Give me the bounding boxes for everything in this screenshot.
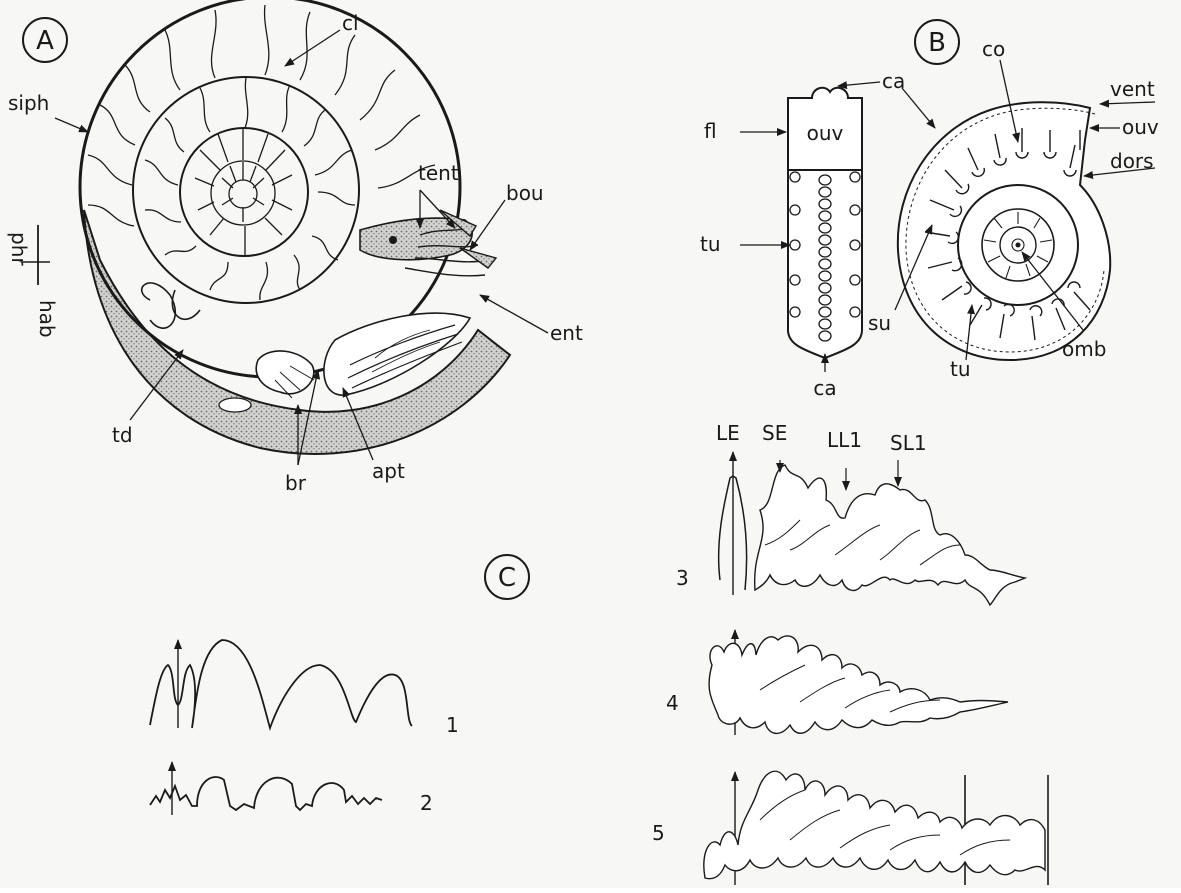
suture-3 [719, 452, 1025, 605]
label-le: LE [716, 421, 740, 445]
label-ouv-side: ouv [1122, 115, 1159, 139]
label-siph: siph [8, 91, 49, 115]
label-apt: apt [372, 459, 405, 483]
label-suture-5: 5 [652, 821, 665, 845]
panel-b-letter: B [928, 28, 946, 58]
label-td: td [112, 423, 133, 447]
suture-2 [150, 762, 382, 815]
label-hab: hab [35, 300, 59, 338]
suture-5 [704, 771, 1048, 885]
label-vent: vent [1110, 77, 1155, 101]
panel-a-letter: A [36, 26, 54, 56]
suture-4 [709, 630, 1008, 735]
label-tu-side: tu [950, 357, 971, 381]
label-bou: bou [506, 181, 544, 205]
label-suture-4: 4 [666, 691, 679, 715]
protoconch [229, 180, 257, 208]
suture-1 [150, 640, 412, 728]
label-ouv-front: ouv [807, 121, 844, 145]
middle-whorl [133, 77, 359, 303]
label-ca-top: ca [882, 69, 905, 93]
label-br: br [285, 471, 307, 495]
label-suture-1: 1 [446, 713, 459, 737]
label-ca-bottom: ca [813, 376, 836, 400]
panel-a-ammonite-anatomy: A [7, 0, 583, 495]
label-omb: omb [1062, 337, 1106, 361]
label-ent: ent [550, 321, 583, 345]
label-suture-3: 3 [676, 566, 689, 590]
eye [390, 237, 397, 244]
label-phr: phr [7, 232, 31, 266]
label-dors: dors [1110, 149, 1154, 173]
label-suture-2: 2 [420, 791, 433, 815]
label-su: su [868, 311, 891, 335]
label-co: co [982, 37, 1005, 61]
label-fl: fl [704, 119, 717, 143]
label-tent: tent [418, 161, 459, 185]
inner-whorl [180, 128, 308, 256]
panel-c-letter: C [498, 563, 516, 593]
label-cl: cl [342, 11, 359, 35]
panel-b-shell-views: B [700, 20, 1159, 400]
label-sl1: SL1 [890, 431, 927, 455]
label-tu-front: tu [700, 232, 721, 256]
label-se: SE [762, 421, 787, 445]
label-ll1: LL1 [827, 428, 862, 452]
